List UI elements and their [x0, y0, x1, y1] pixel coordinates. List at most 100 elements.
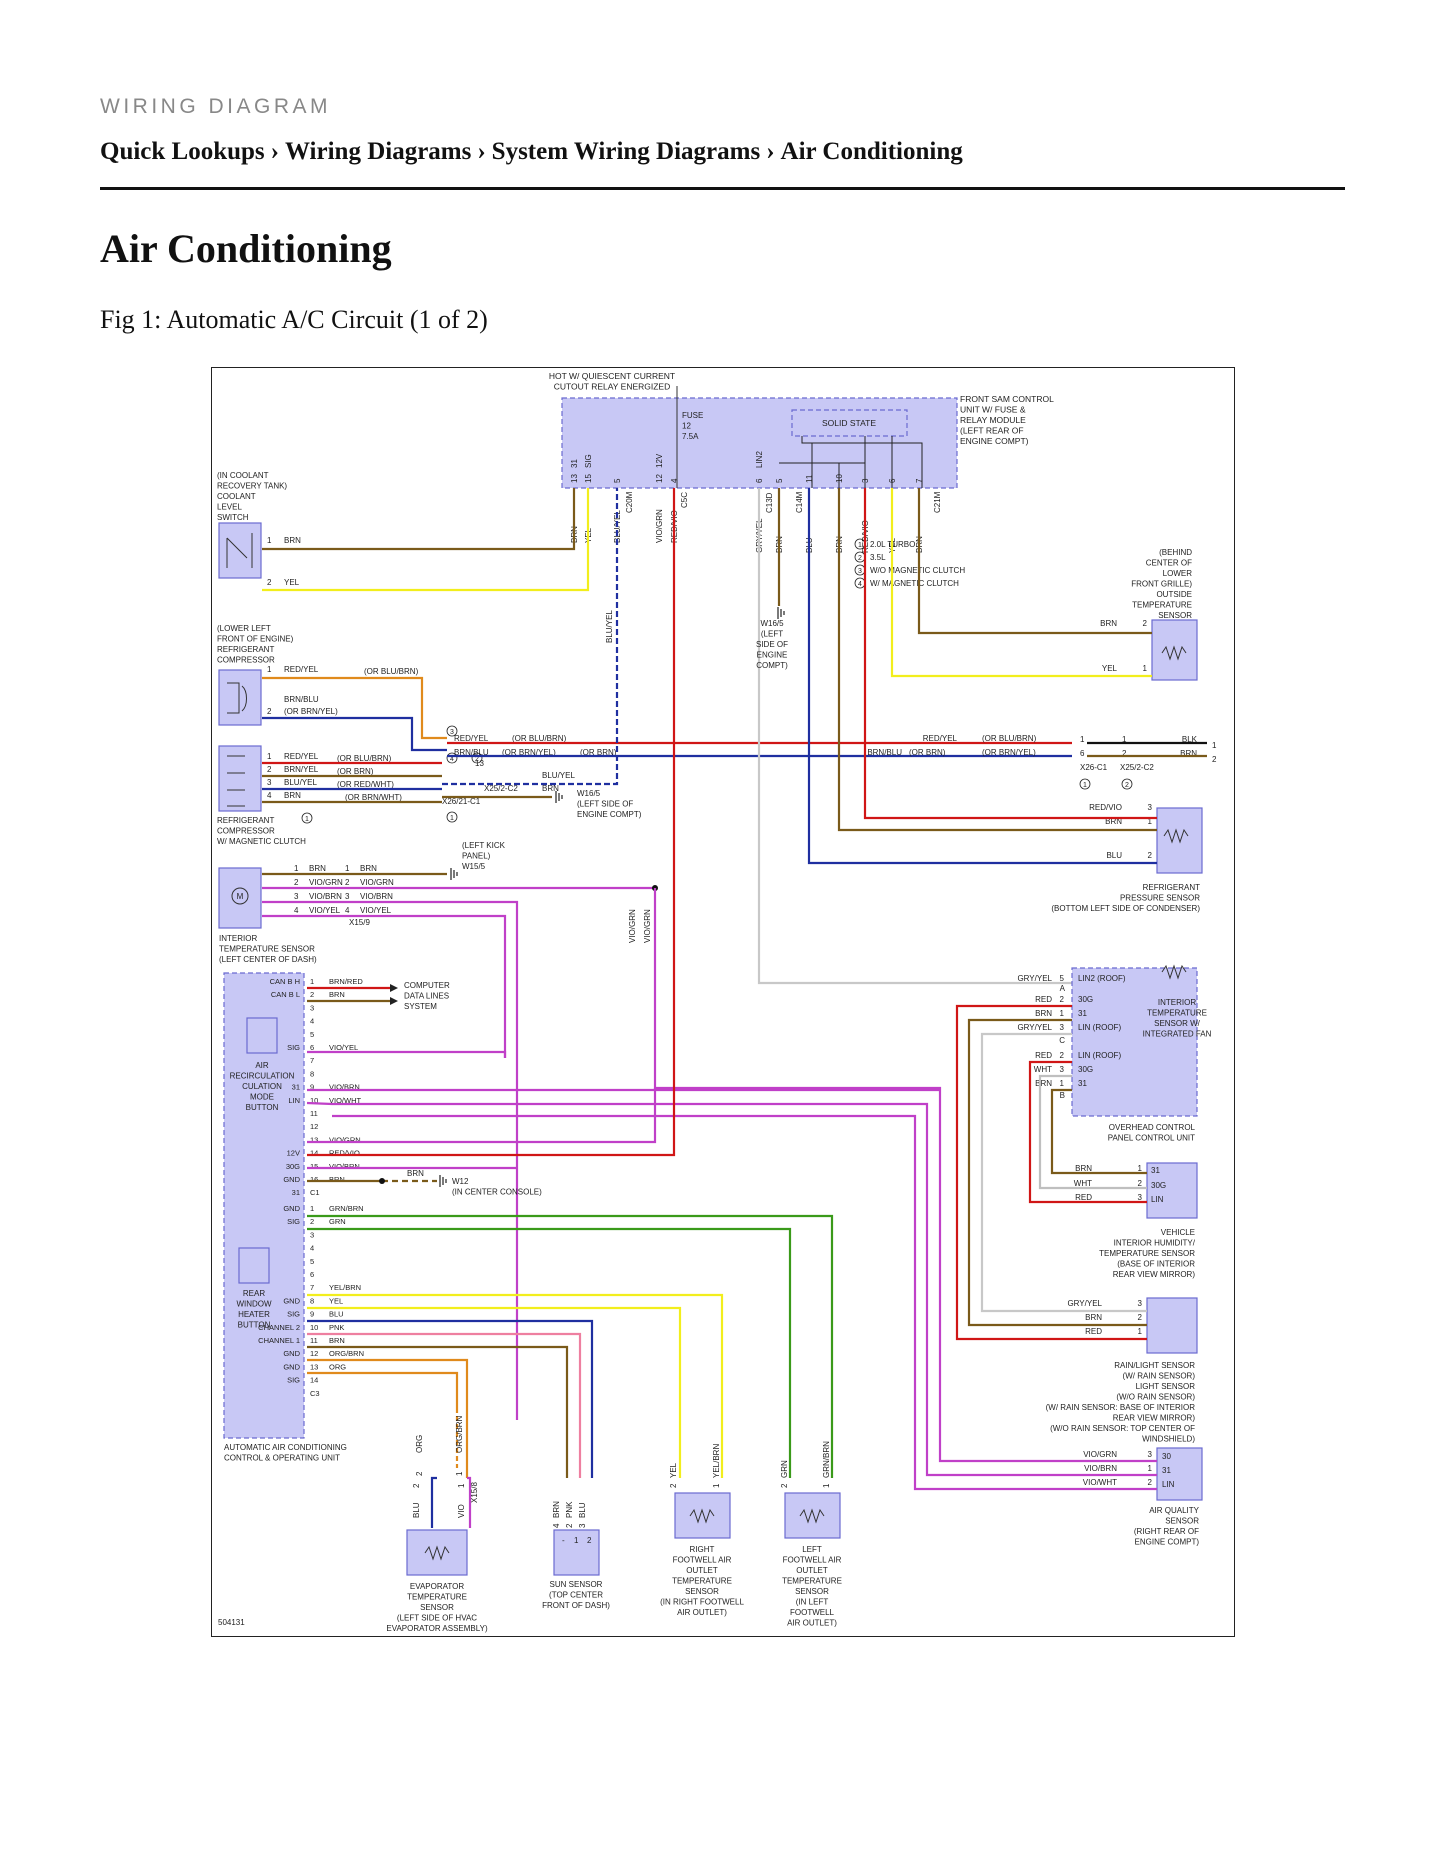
breadcrumb-item-quick-lookups[interactable]: Quick Lookups — [100, 138, 265, 165]
wire-outside-yel — [890, 488, 1152, 678]
breadcrumb-separator: › — [270, 138, 279, 165]
diagram-label: RAIN/LIGHT SENSOR — [1114, 1361, 1195, 1370]
wire-label: RED — [1035, 1051, 1052, 1060]
wire-label: BRN — [329, 1336, 345, 1345]
wire-label: BRN — [552, 1501, 561, 1518]
connector-label: X25/2-C2 — [1120, 763, 1154, 772]
diagram-label: 2 — [1138, 1179, 1143, 1188]
ground-symbol — [439, 1175, 447, 1187]
wire-alt-label: (OR BLU/BRN) — [364, 667, 419, 676]
diagram-label: (LEFT — [761, 630, 783, 639]
diagram-label: INTERIOR — [219, 934, 257, 943]
wire-label: BRN — [1035, 1009, 1052, 1018]
wire-label: BRN/BLU — [454, 748, 489, 757]
pin-number: 13 — [310, 1135, 318, 1144]
diagram-label: SENSOR — [685, 1587, 719, 1596]
wire-label: BRN/RED — [329, 977, 363, 986]
diagram-label: EVAPORATOR ASSEMBLY) — [386, 1624, 488, 1633]
diagram-label: (BEHIND — [1159, 548, 1192, 557]
diagram-label: SENSOR — [1165, 1517, 1199, 1526]
diagram-label: REAR — [243, 1289, 265, 1298]
pin-signal-label: 31 — [1078, 1079, 1087, 1088]
wire-label: GRY/YEL — [1017, 974, 1052, 983]
pin-signal-label: LIN2 (ROOF) — [1078, 974, 1126, 983]
wire-label: BRN/YEL — [284, 765, 319, 774]
breadcrumb-item-air-conditioning[interactable]: Air Conditioning — [780, 138, 963, 165]
wire-alt-label: (OR BLU/BRN) — [982, 734, 1037, 743]
wire-dash-vio-yel — [262, 914, 507, 1058]
wire-label: GRY/YEL — [1017, 1023, 1052, 1032]
pin-signal-label: SIG — [287, 1310, 300, 1319]
wire-label: YEL — [284, 578, 300, 587]
ground-symbol — [450, 868, 458, 880]
diagram-label: 2 — [1148, 1478, 1153, 1487]
diagram-label: 1 — [267, 752, 272, 761]
diagram-label: 6 — [1080, 749, 1085, 758]
pin-number: 16 — [310, 1175, 318, 1184]
rain-light-sensor-box — [1146, 1297, 1198, 1354]
diagram-label: TEMPERATURE — [407, 1593, 467, 1602]
diagram-label: 12 — [682, 422, 691, 431]
pin-signal-label: GND — [283, 1349, 300, 1358]
wire-rain-red — [955, 1004, 1147, 1341]
diagram-label: FUSE — [682, 411, 703, 420]
ground-symbol — [777, 607, 785, 619]
pin-number: 13 — [310, 1362, 318, 1371]
wire-label: BRN — [1085, 1313, 1102, 1322]
sam-pin-number: 7 — [915, 478, 924, 483]
wire-label: RED/VIO — [329, 1149, 360, 1158]
wire-label: RED — [1085, 1327, 1102, 1336]
diagram-label: OVERHEAD CONTROL — [1109, 1123, 1196, 1132]
wire-pressure-brn — [837, 488, 1157, 832]
diagram-label: 1 — [1212, 741, 1217, 750]
diagram-label: 3 — [1138, 1193, 1143, 1202]
option-marker-label: 4 — [450, 756, 454, 763]
pin-signal-label: SIG — [287, 1376, 300, 1385]
diagram-label: REAR VIEW MIRROR) — [1113, 1270, 1196, 1279]
diagram-label: FRONT SAM CONTROL — [960, 394, 1054, 404]
option-marker-label: 4 — [858, 581, 862, 588]
diagram-label: 3 — [1060, 1065, 1065, 1074]
wire-outside-brn — [917, 488, 1152, 635]
diagram-label: BUTTON — [238, 1321, 271, 1330]
wire-label: VIO/WHT — [1083, 1478, 1117, 1487]
thermistor-icon — [1163, 828, 1189, 844]
diagram-label: (IN LEFT — [796, 1598, 829, 1607]
sam-pin-signal: SIG — [584, 454, 593, 468]
sam-pin-number: 12 — [655, 474, 664, 483]
wire-alt-label: (OR BRN) — [909, 748, 946, 757]
breadcrumb: Quick Lookups›Wiring Diagrams›System Wir… — [100, 138, 963, 166]
pin-signal-label: 30G — [1151, 1181, 1166, 1190]
figure-id: 504131 — [218, 1618, 245, 1627]
wire-label: ORG — [329, 1362, 346, 1371]
diagram-label: 5 — [1060, 974, 1065, 983]
diagram-label: SENSOR — [795, 1587, 829, 1596]
diagram-label: FRONT GRILLE) — [1131, 580, 1192, 589]
breadcrumb-item-system-wiring-diagrams[interactable]: System Wiring Diagrams — [491, 138, 761, 165]
wire-label: VIO/GRN — [1083, 1450, 1117, 1459]
wire-blu-yel-sam — [442, 488, 619, 786]
sam-pin-number: 6 — [755, 478, 764, 483]
pin-signal-label: SIG — [287, 1043, 300, 1052]
wire-c3-blu — [307, 1319, 594, 1478]
diagram-label: AUTOMATIC AIR CONDITIONING — [224, 1443, 347, 1452]
option-marker — [301, 812, 313, 824]
breadcrumb-item-wiring-diagrams[interactable]: Wiring Diagrams — [285, 138, 472, 165]
diagram-label: REFRIGERANT — [1143, 883, 1200, 892]
pin-signal-label: 31 — [1162, 1466, 1171, 1475]
sam-pin-number: 5 — [775, 478, 784, 483]
wire-aq-vio-grn — [653, 888, 1157, 1463]
wire-label: VIO/GRN — [643, 909, 652, 943]
legend-text: W/O MAGNETIC CLUTCH — [870, 566, 965, 575]
diagram-label: AIR — [255, 1061, 269, 1070]
diagram-label: 2 — [294, 878, 299, 887]
diagram-label: 3 — [267, 778, 272, 787]
diagram-label: LEVEL — [217, 503, 242, 512]
wire-label: WHT — [1074, 1179, 1092, 1188]
wire-label: BRN — [284, 536, 301, 545]
wire-c3-grn — [307, 1227, 792, 1478]
connector-label: C14M — [795, 491, 804, 513]
wire-label: YEL/BRN — [329, 1283, 361, 1292]
pin-signal-label: GND — [283, 1175, 300, 1184]
wire-hum-wht — [1038, 1074, 1147, 1190]
